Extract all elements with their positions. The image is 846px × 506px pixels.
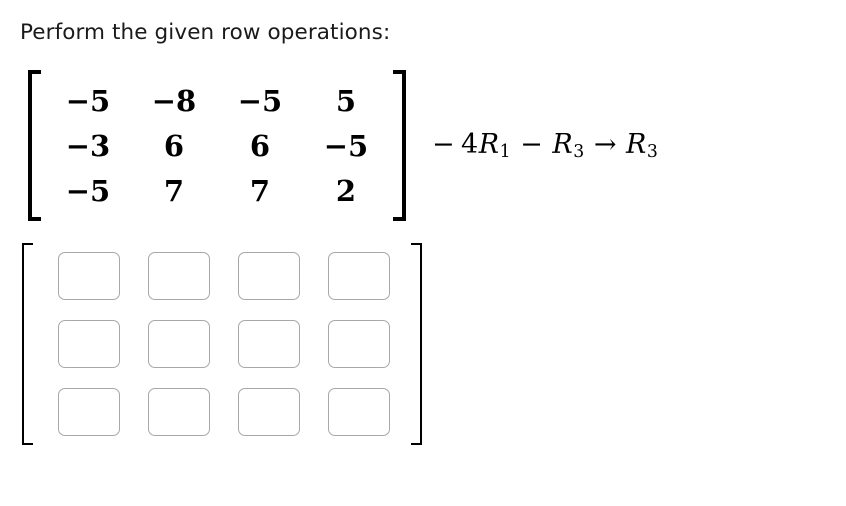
answer-input-r1c2[interactable]: [148, 252, 210, 300]
operation-second-row-index: 3: [573, 141, 585, 162]
operation-arrow-icon: →: [593, 129, 617, 161]
operation-target-row-index: 3: [646, 141, 659, 162]
matrix-cell: 2: [335, 173, 357, 208]
bracket-arm-bottom: [22, 443, 33, 445]
bracket-stem: [420, 243, 422, 445]
matrix-left-bracket: [28, 70, 45, 221]
answer-input-r3c2[interactable]: [148, 388, 210, 436]
bracket-arm-bottom: [28, 217, 41, 221]
answer-input-r3c3[interactable]: [238, 388, 300, 436]
operation-source-row-index: 1: [499, 141, 512, 162]
matrix-cell: −5: [323, 128, 369, 163]
answer-matrix-grid: [36, 243, 408, 445]
answer-input-r2c1[interactable]: [58, 320, 120, 368]
operation-minus-sign-2: −: [520, 129, 544, 161]
matrix-right-bracket: [389, 70, 406, 221]
matrix-cell: 7: [249, 173, 271, 208]
answer-input-r1c1[interactable]: [58, 252, 120, 300]
operation-coefficient: 4: [461, 129, 479, 161]
operation-second-row-symbol: R: [552, 129, 574, 161]
matrix-cell: −5: [65, 83, 111, 118]
row-operation-expression: − 4R1 − R3 → R3: [432, 129, 658, 162]
answer-input-r3c4[interactable]: [328, 388, 390, 436]
matrix-cell: 6: [249, 128, 271, 163]
matrix-cell: 5: [335, 83, 357, 118]
operation-source-row-symbol: R: [478, 129, 500, 161]
answer-input-r2c2[interactable]: [148, 320, 210, 368]
bracket-arm-top: [411, 243, 422, 245]
operation-minus-sign: −: [432, 129, 456, 161]
matrix-cell: −5: [237, 83, 283, 118]
answer-input-r2c3[interactable]: [238, 320, 300, 368]
bracket-arm-bottom: [411, 443, 422, 445]
answer-matrix-container: [22, 243, 422, 445]
answer-input-r1c3[interactable]: [238, 252, 300, 300]
bracket-arm-top: [393, 70, 406, 74]
given-matrix-expression: −5 −8 −5 5 −3 6 6 −5 −5 7 7 2 − 4R1 − R3…: [28, 70, 658, 221]
matrix-cell: −5: [65, 173, 111, 208]
bracket-arm-top: [22, 243, 33, 245]
operation-target-row-symbol: R: [626, 129, 647, 161]
matrix-cell: −8: [151, 83, 197, 118]
answer-matrix-left-bracket: [22, 243, 36, 445]
page-title: Perform the given row operations:: [20, 20, 391, 45]
bracket-arm-bottom: [393, 217, 406, 221]
answer-input-r2c4[interactable]: [328, 320, 390, 368]
bracket-stem: [22, 243, 24, 445]
bracket-arm-top: [28, 70, 41, 74]
answer-input-r1c4[interactable]: [328, 252, 390, 300]
answer-input-r3c1[interactable]: [58, 388, 120, 436]
matrix-cell: 6: [163, 128, 185, 163]
given-matrix: −5 −8 −5 5 −3 6 6 −5 −5 7 7 2: [45, 70, 389, 221]
matrix-cell: −3: [65, 128, 111, 163]
answer-matrix-right-bracket: [408, 243, 422, 445]
matrix-cell: 7: [163, 173, 185, 208]
